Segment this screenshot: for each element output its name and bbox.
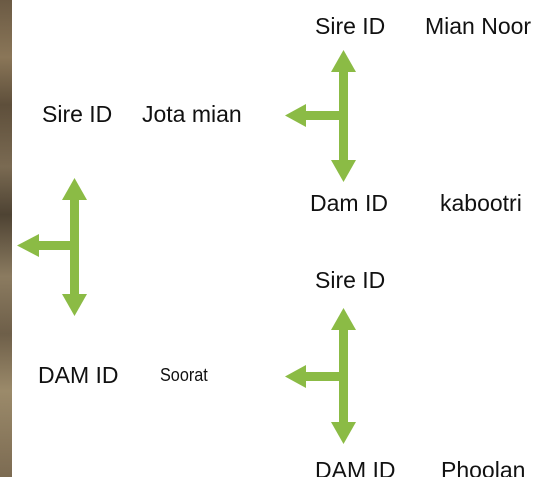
root-sire-value: Jota mian bbox=[142, 101, 242, 127]
background-photo-edge bbox=[0, 0, 12, 477]
t-arrow-icon bbox=[285, 50, 356, 182]
root-dam-value: Soorat bbox=[160, 365, 208, 385]
dam-dam-value: Phoolan bbox=[441, 457, 526, 477]
t-arrow-icon bbox=[17, 178, 87, 316]
root-sire-key: Sire ID bbox=[42, 101, 113, 127]
sire-sire-value: Mian Noor bbox=[425, 13, 532, 39]
sire-sire-key: Sire ID bbox=[315, 13, 386, 39]
root-dam-key: DAM ID bbox=[38, 362, 119, 388]
sire-dam-value: kabootri bbox=[440, 190, 522, 216]
dam-dam-key: DAM ID bbox=[315, 457, 396, 477]
sire-dam-key: Dam ID bbox=[310, 190, 388, 216]
dam-sire-key: Sire ID bbox=[315, 267, 386, 293]
t-arrow-icon bbox=[285, 308, 356, 444]
